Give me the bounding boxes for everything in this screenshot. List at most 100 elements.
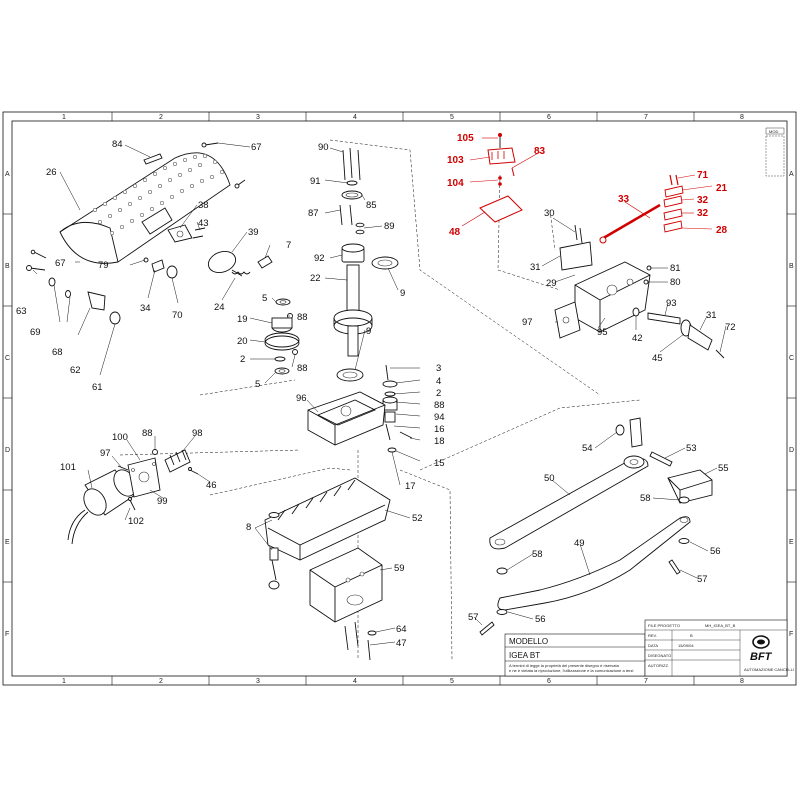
callout-97-motor: 97 bbox=[100, 448, 111, 459]
row-label-e: E bbox=[5, 539, 10, 546]
col-label-6-bottom: 6 bbox=[547, 678, 551, 685]
col-label-2: 2 bbox=[159, 114, 163, 121]
callout-92: 92 bbox=[314, 253, 325, 264]
callout-59: 59 bbox=[394, 563, 405, 574]
callout-38: 38 bbox=[198, 200, 209, 211]
col-label-5-bottom: 5 bbox=[450, 678, 454, 685]
callout-68: 68 bbox=[52, 347, 63, 358]
file-label: FILE PROGETTO bbox=[648, 623, 680, 628]
pinion-stack bbox=[382, 364, 413, 453]
callout-16: 16 bbox=[434, 424, 445, 435]
callout-58-left: 58 bbox=[532, 549, 543, 560]
callout-79: 79 bbox=[98, 260, 109, 271]
gearbox-housing bbox=[307, 391, 386, 446]
callout-72: 72 bbox=[725, 322, 736, 333]
bft-logo: BFT AUTOMAZIONE CANCELLI bbox=[744, 635, 794, 672]
callout-8: 8 bbox=[246, 522, 251, 533]
callout-31-upper: 31 bbox=[530, 262, 541, 273]
drawing-frame: 1 2 3 4 5 6 7 8 1 2 3 4 5 6 7 8 A B C D … bbox=[2, 111, 797, 686]
col-label-2-bottom: 2 bbox=[159, 678, 163, 685]
callout-69: 69 bbox=[30, 327, 41, 338]
brand-name: BFT bbox=[750, 651, 773, 663]
callout-26: 26 bbox=[46, 167, 57, 178]
row-label-f: F bbox=[5, 631, 9, 638]
callout-56-right: 56 bbox=[710, 546, 721, 557]
callout-56-left: 56 bbox=[535, 614, 546, 625]
row-label-b: B bbox=[5, 263, 10, 270]
cover-assembly bbox=[26, 142, 273, 325]
col-label-3-bottom: 3 bbox=[256, 678, 260, 685]
col-label-3: 3 bbox=[256, 114, 260, 121]
callout-98: 98 bbox=[192, 428, 203, 439]
col-label-1-bottom: 1 bbox=[62, 678, 66, 685]
callout-4: 4 bbox=[436, 376, 441, 387]
callout-32-lower: 32 bbox=[697, 208, 709, 219]
callout-67: 67 bbox=[251, 142, 262, 153]
callout-91: 91 bbox=[310, 176, 321, 187]
model-name: IGEA BT bbox=[509, 651, 540, 660]
callout-5-lower: 5 bbox=[255, 379, 260, 390]
callout-101: 101 bbox=[60, 462, 76, 473]
callout-87: 87 bbox=[308, 208, 319, 219]
callout-97-right: 97 bbox=[522, 317, 533, 328]
col-label-4-bottom: 4 bbox=[353, 678, 357, 685]
motor-assembly bbox=[67, 449, 199, 545]
callout-46: 46 bbox=[206, 480, 217, 491]
row-label-c: C bbox=[5, 355, 10, 362]
base-tray bbox=[264, 477, 391, 590]
callout-102: 102 bbox=[128, 516, 144, 527]
callout-55: 55 bbox=[718, 463, 729, 474]
data-label: DATA bbox=[648, 643, 658, 648]
col-label-1: 1 bbox=[62, 114, 66, 121]
limit-switch-assembly bbox=[479, 133, 725, 359]
autorizz-label: AUTORIZZ. bbox=[648, 663, 669, 668]
callout-15: 15 bbox=[434, 458, 445, 469]
row-label-f-right: F bbox=[789, 631, 793, 638]
row-label-e-right: E bbox=[789, 539, 794, 546]
callout-3: 3 bbox=[436, 363, 441, 374]
callout-2-right: 2 bbox=[436, 388, 441, 399]
callout-9-upper: 9 bbox=[400, 288, 405, 299]
articulated-arm-assembly bbox=[479, 417, 713, 636]
row-label-d-right: D bbox=[789, 447, 794, 454]
callout-94: 94 bbox=[434, 412, 445, 423]
disclaimer-line-2: e ne è vietata la riproduzione, l'utiliz… bbox=[509, 668, 634, 673]
part-callouts: 84 67 26 38 43 39 7 67 63 69 68 62 61 79… bbox=[16, 139, 736, 649]
callout-20: 20 bbox=[237, 336, 248, 347]
row-label-a-right: A bbox=[789, 171, 794, 178]
callout-89: 89 bbox=[384, 221, 395, 232]
callout-70: 70 bbox=[172, 310, 183, 321]
callout-83: 83 bbox=[534, 146, 546, 157]
row-label-a: A bbox=[5, 171, 10, 178]
callout-62: 62 bbox=[70, 365, 81, 376]
callout-22: 22 bbox=[310, 273, 321, 284]
callout-58-right: 58 bbox=[640, 493, 651, 504]
callout-88-mid: 88 bbox=[297, 363, 308, 374]
callout-63: 63 bbox=[16, 306, 27, 317]
callout-34: 34 bbox=[140, 303, 151, 314]
callout-50: 50 bbox=[544, 473, 555, 484]
col-label-7: 7 bbox=[644, 114, 648, 121]
callout-100: 100 bbox=[112, 432, 128, 443]
callout-81: 81 bbox=[670, 263, 681, 274]
modello-label: MODELLO bbox=[509, 637, 548, 646]
callout-88-right: 88 bbox=[434, 400, 445, 411]
col-label-8: 8 bbox=[740, 114, 744, 121]
col-label-4: 4 bbox=[353, 114, 357, 121]
file-value: MH_IGEA_BT_B bbox=[705, 623, 736, 628]
callout-33: 33 bbox=[618, 194, 630, 205]
disegnato-label: DISEGNATO bbox=[648, 653, 671, 658]
disclaimer-line-1: A termini di legge la proprietà del pres… bbox=[509, 663, 620, 668]
callout-64: 64 bbox=[396, 624, 407, 635]
callout-85: 85 bbox=[366, 200, 377, 211]
callout-95: 95 bbox=[597, 327, 608, 338]
callout-45: 45 bbox=[652, 353, 663, 364]
callout-21: 21 bbox=[716, 183, 728, 194]
callout-43: 43 bbox=[198, 218, 209, 229]
title-block: MODELLO IGEA BT A termini di legge la pr… bbox=[504, 619, 794, 677]
callout-47: 47 bbox=[396, 638, 407, 649]
callout-57-left: 57 bbox=[468, 612, 479, 623]
col-label-8-bottom: 8 bbox=[740, 678, 744, 685]
callout-9-lower: 9 bbox=[366, 326, 371, 337]
